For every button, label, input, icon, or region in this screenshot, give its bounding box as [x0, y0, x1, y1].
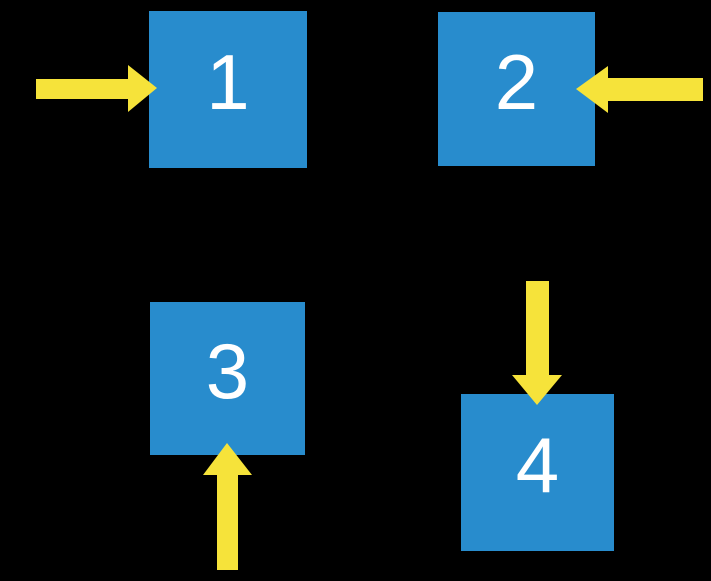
box-4-label: 4	[515, 421, 560, 509]
box-3-label: 3	[205, 327, 250, 415]
arrow-up-icon	[203, 443, 252, 570]
arrow-down-icon	[512, 281, 562, 405]
box-1: 1	[149, 11, 307, 168]
arrow-shaft	[608, 78, 703, 101]
arrow-shaft	[36, 79, 128, 99]
arrow-head	[203, 443, 252, 475]
box-2: 2	[438, 12, 595, 166]
arrow-left-icon	[576, 66, 703, 113]
arrow-shaft	[526, 281, 549, 375]
arrow-head	[512, 375, 562, 405]
box-2-label: 2	[494, 37, 539, 126]
box-4: 4	[461, 394, 614, 551]
arrow-head	[128, 65, 157, 112]
arrow-shaft	[217, 475, 238, 570]
arrow-right-icon	[36, 65, 157, 112]
arrow-head	[576, 66, 608, 113]
box-1-label: 1	[206, 38, 250, 126]
box-3: 3	[150, 302, 305, 455]
